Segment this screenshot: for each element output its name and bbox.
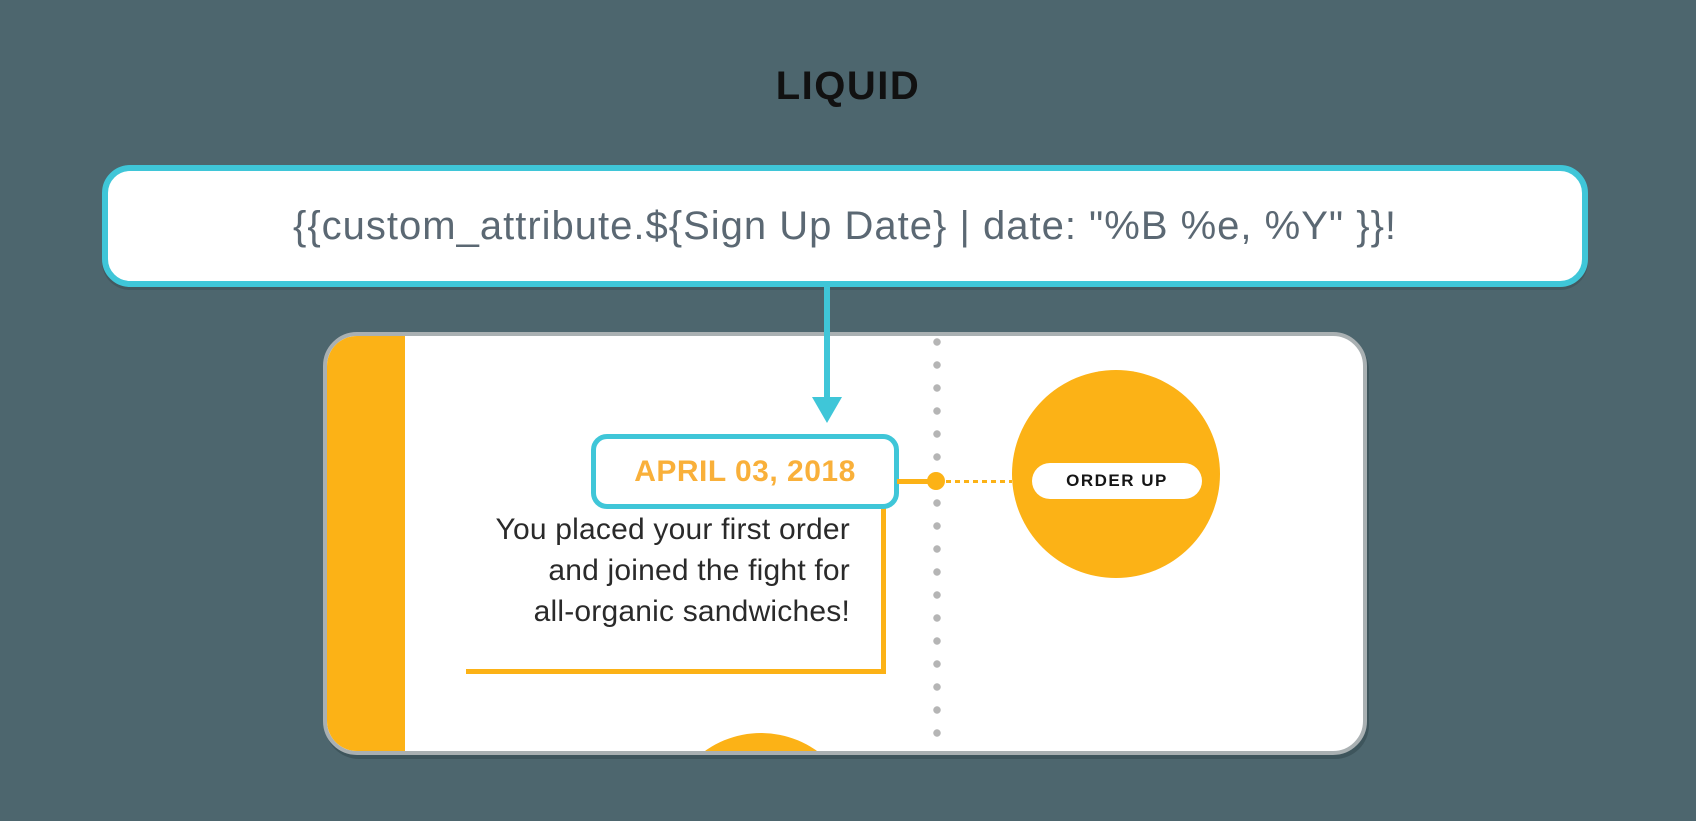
date-label: APRIL 03, 2018 xyxy=(634,454,856,488)
arrow-down-icon xyxy=(824,285,830,399)
perforation-dots-icon xyxy=(933,338,941,751)
liquid-code-text: {{custom_attribute.${Sign Up Date} | dat… xyxy=(292,203,1398,248)
message-line-2: and joined the fight for xyxy=(548,554,850,587)
order-up-label: ORDER UP xyxy=(1066,471,1168,490)
bracket-line-vertical xyxy=(881,505,886,674)
page-title: LIQUID xyxy=(775,64,921,108)
ticket-message: You placed your first order and joined t… xyxy=(400,509,850,632)
connector-line-solid xyxy=(897,479,929,484)
order-up-button: ORDER UP xyxy=(1032,463,1202,499)
bottom-circle-decoration xyxy=(665,733,857,751)
message-line-3: all-organic sandwiches! xyxy=(533,595,850,628)
liquid-code-box: {{custom_attribute.${Sign Up Date} | dat… xyxy=(102,165,1588,287)
connector-line-dashed xyxy=(946,480,1012,483)
connector-dot-icon xyxy=(927,472,945,490)
bracket-line-horizontal xyxy=(466,669,886,674)
date-callout-box: APRIL 03, 2018 xyxy=(591,434,899,509)
ticket-yellow-stripe xyxy=(327,336,405,751)
message-line-1: You placed your first order xyxy=(495,513,850,546)
ticket-card-inner xyxy=(327,336,1363,751)
arrow-down-head xyxy=(812,397,842,423)
